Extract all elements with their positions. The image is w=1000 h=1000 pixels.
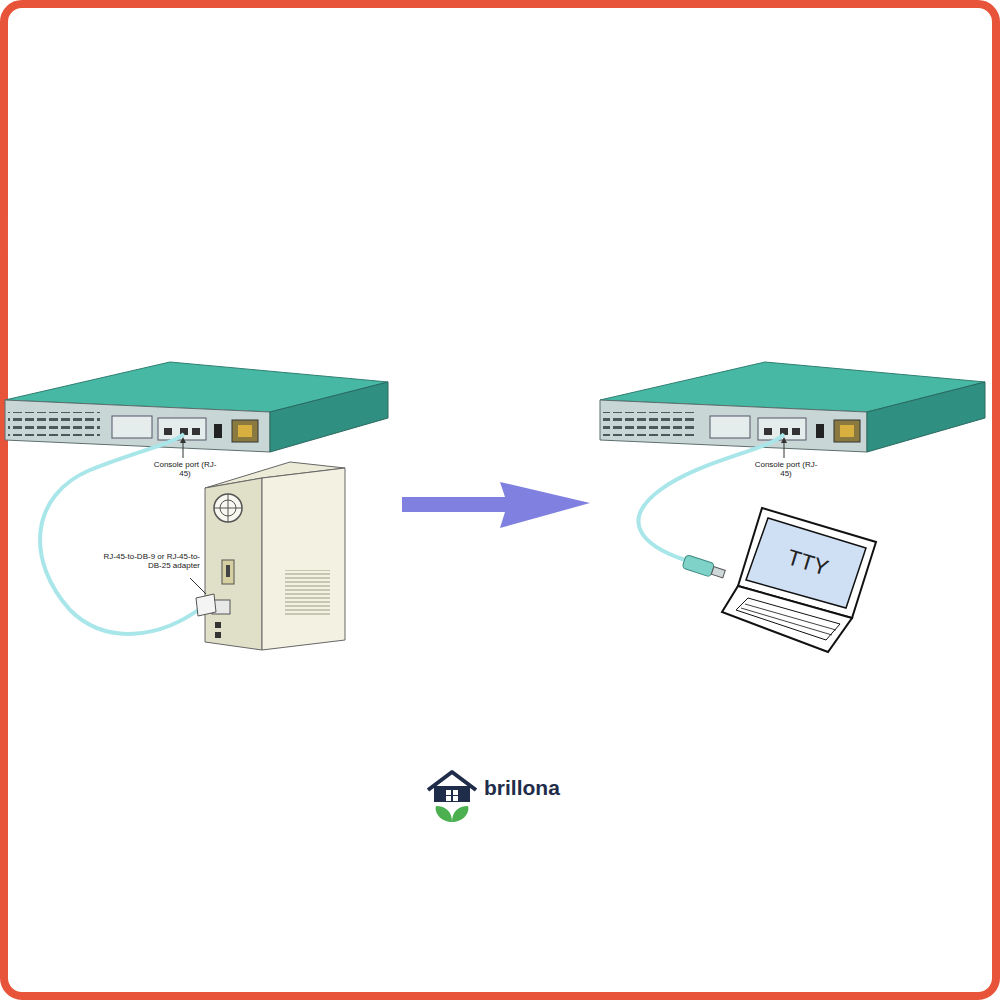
laptop-screen: TTY	[783, 548, 833, 578]
pc-tower	[205, 462, 345, 650]
port-label: Console port (RJ-45)	[150, 460, 220, 478]
brillona-logo	[428, 772, 476, 822]
adapter-label: RJ-45-to-DB-9 or RJ-45-to-DB-25 adapter	[100, 552, 200, 570]
usb-plug	[682, 555, 726, 581]
screen-text: TTY	[784, 544, 831, 581]
port-label: Console port (RJ-45)	[751, 460, 821, 478]
laptop	[722, 508, 876, 652]
frame-border	[4, 4, 996, 996]
leader-line	[190, 578, 206, 594]
logo-wordmark: brillona	[484, 776, 594, 800]
router-right	[600, 362, 985, 452]
db9-adapter	[196, 594, 216, 616]
transition-arrow	[402, 482, 590, 528]
router-left	[5, 362, 388, 452]
